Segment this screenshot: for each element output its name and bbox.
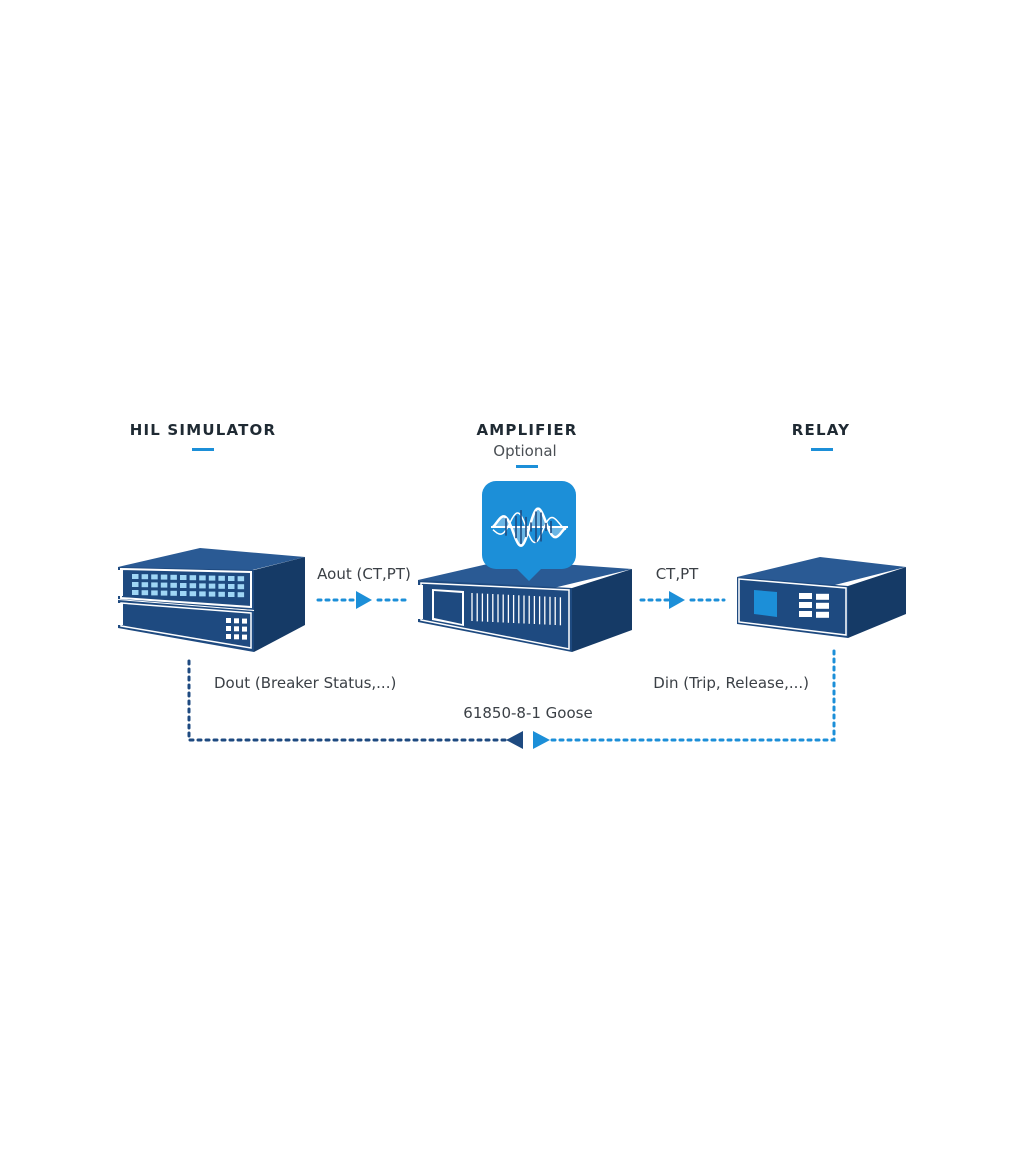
goose-arrow-left-icon [506, 731, 523, 749]
goose-label: 61850-8-1 Goose [463, 704, 592, 722]
hil-simulator-rack-icon [117, 548, 305, 652]
hil-simulator-title: HIL SIMULATOR [130, 421, 277, 439]
amplifier-title-underline [516, 465, 538, 468]
aout-label: Aout (CT,PT) [317, 565, 411, 583]
dout-label: Dout (Breaker Status,...) [214, 674, 396, 692]
relay-title-underline [811, 448, 833, 451]
ctpt-arrow-icon [669, 591, 685, 609]
hil-title-underline [192, 448, 214, 451]
ctpt-label: CT,PT [656, 565, 699, 583]
protection-relay-icon [737, 557, 906, 638]
din-connector-line [550, 649, 836, 742]
amplifier-subtitle: Optional [493, 442, 556, 460]
amplifier-title: AMPLIFIER [476, 421, 577, 439]
aout-arrow-icon [356, 591, 372, 609]
amplifier-device-icon [418, 560, 632, 652]
relay-title: RELAY [792, 421, 850, 439]
dout-connector-line [187, 659, 508, 742]
sine-waveform-icon [482, 481, 576, 581]
din-label: Din (Trip, Release,...) [653, 674, 809, 692]
goose-arrow-right-icon [533, 731, 550, 749]
